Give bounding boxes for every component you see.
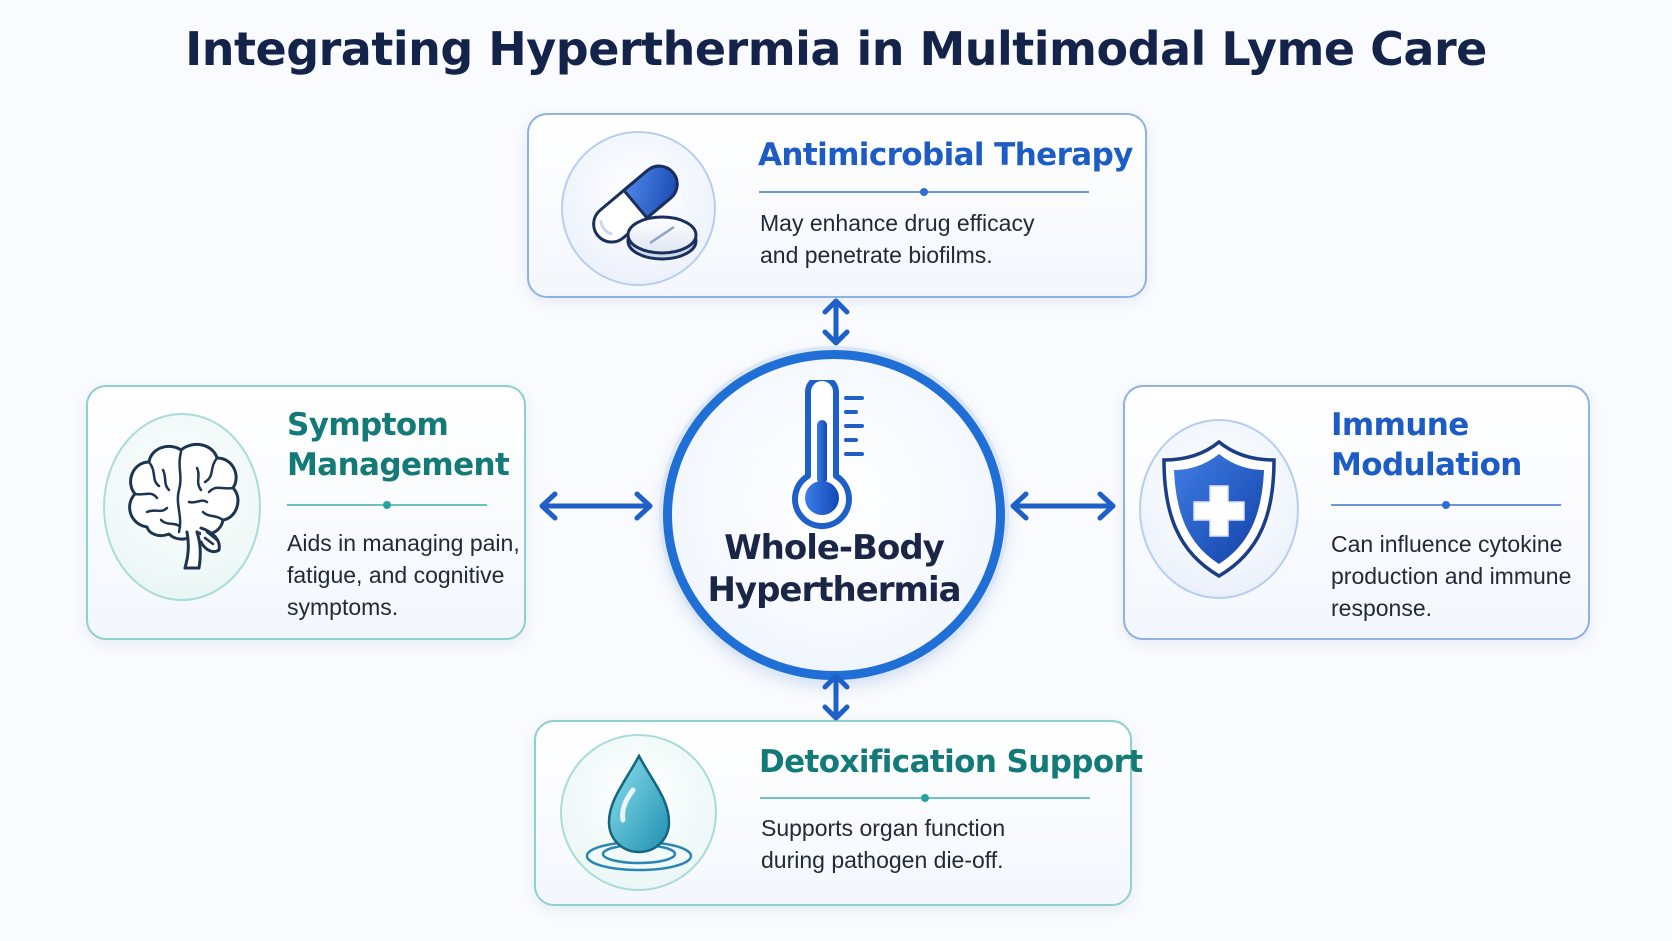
desc-line: Can influence cytokine <box>1331 531 1563 557</box>
thermometer-icon <box>792 380 864 530</box>
card-divider <box>759 187 1089 197</box>
pill-icon <box>591 164 697 260</box>
card-desc-detox: Supports organ function during pathogen … <box>761 812 1005 876</box>
center-hub-label: Whole-Body Hyperthermia <box>663 527 1005 611</box>
title-line: Symptom <box>287 407 449 443</box>
double-arrow-top <box>822 298 850 346</box>
center-label-line: Whole-Body <box>724 528 945 568</box>
desc-line: fatigue, and cognitive <box>287 562 505 588</box>
desc-line: and penetrate biofilms. <box>760 242 993 268</box>
drop-icon-circle <box>560 734 717 891</box>
double-arrow-left <box>539 491 653 521</box>
desc-line: during pathogen die-off. <box>761 847 1004 873</box>
card-title-detox: Detoxification Support <box>759 744 1143 780</box>
title-line: Modulation <box>1331 447 1522 483</box>
card-title-symptom: Symptom Management <box>287 405 510 485</box>
card-desc-symptom: Aids in managing pain, fatigue, and cogn… <box>287 527 520 623</box>
center-label-line: Hyperthermia <box>707 570 961 610</box>
double-arrow-bottom <box>822 673 850 721</box>
title-line: Management <box>287 447 510 483</box>
double-arrow-right <box>1010 491 1116 521</box>
shield-cross-icon <box>1162 439 1276 579</box>
card-desc-antimicrobial: May enhance drug efficacy and penetrate … <box>760 207 1034 271</box>
page-title: Integrating Hyperthermia in Multimodal L… <box>185 22 1487 76</box>
desc-line: symptoms. <box>287 594 399 620</box>
desc-line: Aids in managing pain, <box>287 530 520 556</box>
card-title-antimicrobial: Antimicrobial Therapy <box>758 137 1133 173</box>
desc-line: Supports organ function <box>761 815 1006 841</box>
card-detoxification-support: Detoxification Support Supports organ fu… <box>534 720 1143 906</box>
desc-line: production and immune <box>1331 563 1572 589</box>
water-drop-icon <box>585 752 692 871</box>
card-desc-immune: Can influence cytokine production and im… <box>1331 528 1571 624</box>
desc-line: response. <box>1331 595 1433 621</box>
brain-icon-circle <box>103 413 261 601</box>
pill-icon-circle <box>561 131 716 286</box>
card-divider <box>287 500 487 510</box>
card-title-immune: Immune Modulation <box>1331 405 1522 485</box>
shield-icon-circle <box>1139 419 1299 599</box>
card-immune-modulation: Immune Modulation Can influence cytokine… <box>1123 385 1590 640</box>
card-divider <box>760 793 1090 803</box>
title-line: Immune <box>1331 407 1469 443</box>
card-divider <box>1331 500 1561 510</box>
card-symptom-management: Symptom Management Aids in managing pain… <box>86 385 526 640</box>
card-antimicrobial-therapy: Antimicrobial Therapy May enhance drug e… <box>527 113 1147 298</box>
brain-icon <box>128 442 240 570</box>
desc-line: May enhance drug efficacy <box>760 210 1035 236</box>
